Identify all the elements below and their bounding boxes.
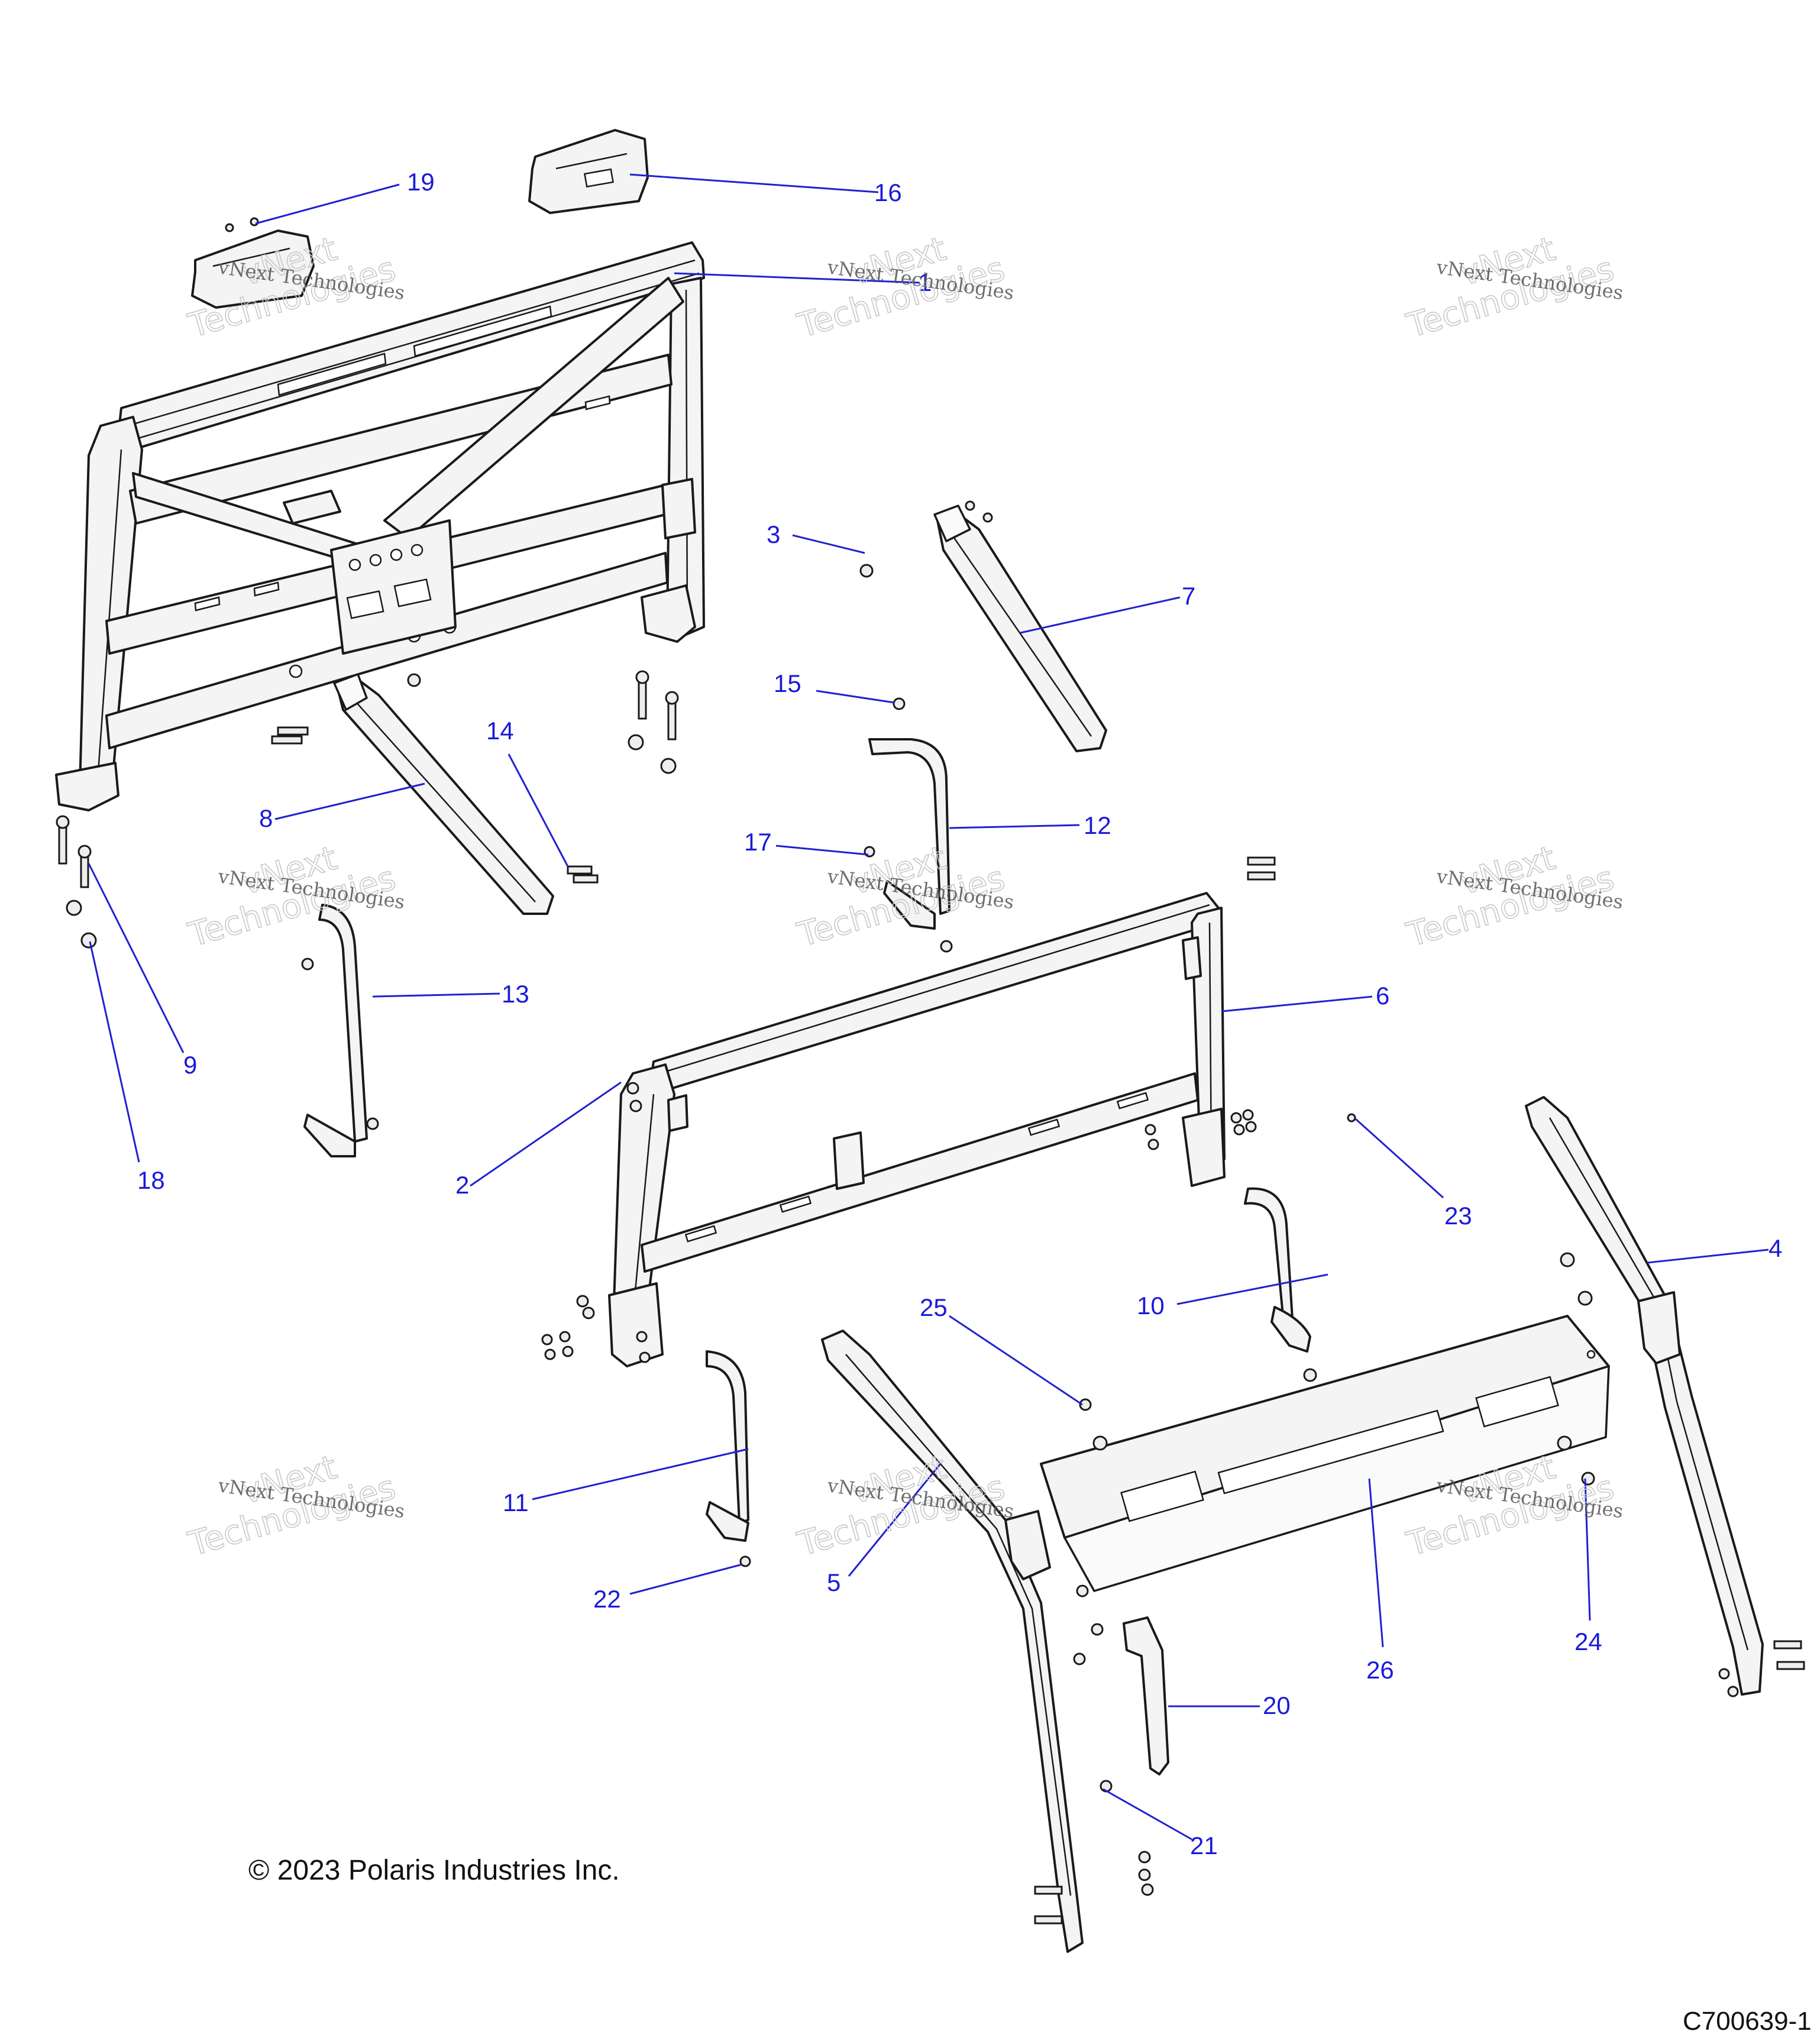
part-1-rear-frame — [55, 241, 705, 811]
callout-2: 2 — [455, 1171, 469, 1199]
callout-24: 24 — [1574, 1628, 1602, 1655]
callout-9: 9 — [183, 1051, 197, 1079]
part-4-right-pillar — [1525, 1096, 1764, 1696]
callout-12: 12 — [1084, 811, 1111, 839]
callout-11: 11 — [503, 1489, 529, 1516]
copyright-notice: © 2023 Polaris Industries Inc. — [248, 1855, 620, 1886]
callout-17: 17 — [744, 828, 772, 856]
part-13-grab-handle — [303, 904, 368, 1157]
part-10-grab-handle — [1244, 1187, 1311, 1353]
part-26-rear-panel — [1040, 1315, 1610, 1592]
callout-13: 13 — [502, 980, 529, 1008]
part-20-bracket — [1123, 1616, 1169, 1775]
part-11-grab-handle — [706, 1350, 749, 1542]
callout-22: 22 — [593, 1585, 621, 1613]
part-8-lower-tube — [333, 673, 554, 915]
callout-6: 6 — [1376, 982, 1389, 1010]
callout-25: 25 — [920, 1293, 948, 1321]
callout-16: 16 — [874, 179, 902, 206]
callout-1: 1 — [918, 269, 932, 296]
callout-14: 14 — [486, 717, 514, 745]
part-6-cross-frame — [608, 892, 1226, 1367]
callout-23: 23 — [1444, 1202, 1472, 1230]
callout-7: 7 — [1182, 582, 1195, 610]
callout-labels: 1 2 3 4 5 6 7 8 9 10 11 12 13 14 15 16 1… — [137, 168, 1782, 1859]
callout-21: 21 — [1190, 1832, 1218, 1859]
part-12-grab-handle — [868, 738, 950, 930]
callout-8: 8 — [259, 804, 273, 832]
callout-5: 5 — [827, 1568, 840, 1596]
callout-20: 20 — [1263, 1692, 1291, 1719]
callout-18: 18 — [137, 1166, 165, 1194]
part-5-left-pillar — [821, 1330, 1084, 1953]
callout-26: 26 — [1366, 1656, 1394, 1684]
drawing-code: C700639-1 — [1683, 2007, 1812, 2036]
callout-19: 19 — [407, 168, 435, 196]
part-16-end-cap — [528, 129, 649, 214]
callout-3: 3 — [767, 520, 780, 548]
leader-lines — [88, 173, 1769, 1841]
callout-4: 4 — [1768, 1234, 1782, 1262]
callout-15: 15 — [774, 670, 801, 697]
part-7-side-tube — [933, 500, 1107, 752]
hardware-fasteners — [56, 564, 1805, 1925]
callout-10: 10 — [1137, 1292, 1165, 1319]
